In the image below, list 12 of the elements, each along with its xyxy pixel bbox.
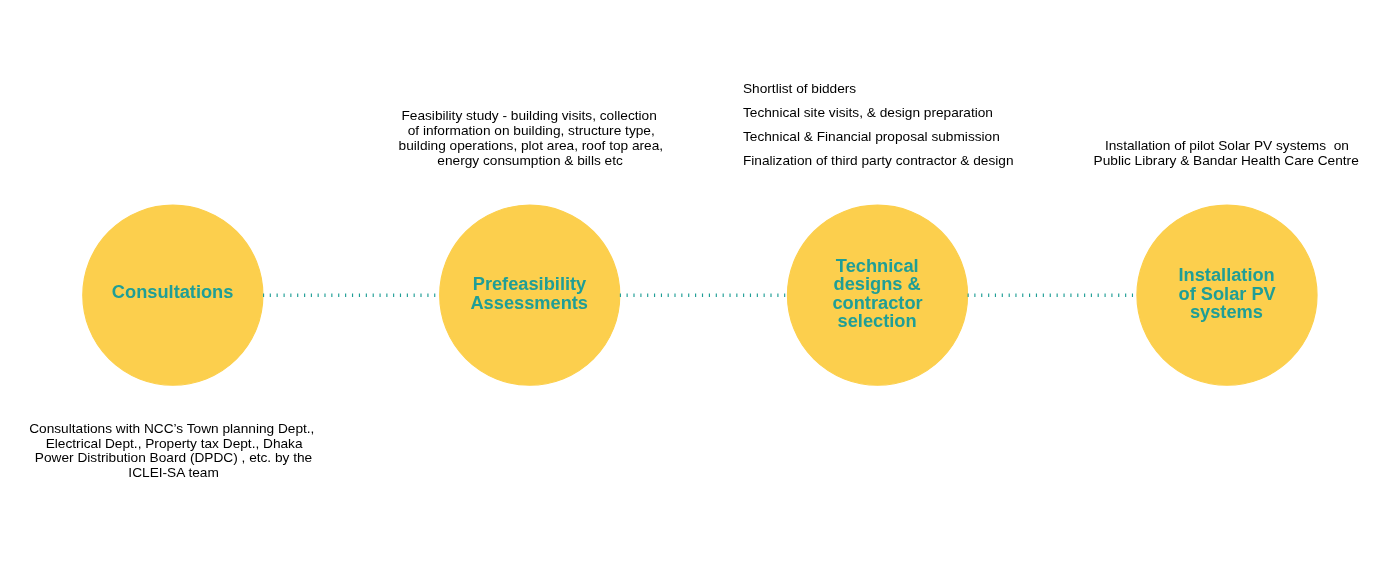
node-label: Technical & Financial proposal submission: [742, 128, 1000, 144]
node-circle: Installation of Solar PV systems: [1136, 204, 1318, 386]
node-label: Technical site visits, & design preparation: [742, 104, 993, 120]
connector: [619, 293, 788, 297]
node-label: Finalization of third party contractor & design: [742, 152, 1014, 168]
node-label: Installation of pilot Solar PV systems on Public Library & Bandar Health Care Centre: [1093, 137, 1359, 168]
node-circle: Consultations: [82, 204, 264, 386]
node-circle: Technical designs & contractor selection: [786, 204, 969, 386]
node-circle: Prefeasibility Assessments: [439, 204, 621, 386]
node-label: Consultations with NCC’s Town planning Dept., Electrical Dept., Property tax Dept., Dhaka Power Distribution Board (DPDC) , etc. by the ICLEI-SA team: [29, 420, 315, 481]
node-label: Shortlist of bidders: [742, 80, 857, 96]
node-label: Feasibility study - building visits, collection of information on building, structure type, building operations, plot area, roof top area, energy consumption & bills etc: [398, 108, 664, 168]
